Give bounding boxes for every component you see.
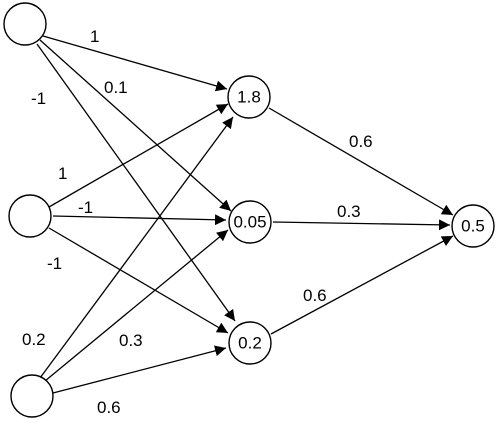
edge-in1-h1 [42,35,228,92]
input-layer [3,2,54,418]
weight-label-in3-h3: 0.6 [97,398,121,417]
weight-label-in1-h1: 1 [90,27,99,46]
weight-label-in2-h2: -1 [78,198,93,217]
weight-label-in1-h3: -1 [31,89,46,108]
hidden-layer: 1.8 0.05 0.2 [227,75,272,365]
hidden-node-3-value: 0.2 [238,334,262,353]
input-node-2 [8,194,52,238]
edge-in2-h2 [52,214,227,226]
edges [36,35,454,394]
hidden-node-1 [227,75,271,119]
edge-in3-h1 [39,116,234,379]
weight-label-h3-out: 0.6 [303,286,327,305]
weight-label-in3-h2: 0.3 [119,331,143,350]
edge-in3-h3 [52,345,227,394]
output-node-value: 0.5 [461,217,485,236]
output-layer: 0.5 [451,204,495,248]
weight-label-in2-h3: -1 [47,254,62,273]
edge-in2-h3 [48,227,229,334]
hidden-node-2 [228,200,272,244]
weight-label-in3-h1: 0.2 [22,330,46,349]
edge-in2-h1 [48,103,229,208]
edge-in3-h2 [44,229,229,382]
edge-h2-out [272,219,451,231]
hidden-node-2-value: 0.05 [233,213,266,232]
edge-in1-h2 [39,39,232,212]
input-node-3 [10,374,54,418]
hidden-node-1-value: 1.8 [237,88,261,107]
input-node-1 [3,2,47,46]
edge-h3-out [270,235,454,335]
weight-label-in1-h2: 0.1 [104,78,128,97]
weight-label-h2-out: 0.3 [337,202,361,221]
output-node [451,204,495,248]
weight-label-h1-out: 0.6 [349,132,373,151]
weight-label-in2-h1: 1 [58,164,67,183]
weight-labels: 1 0.1 -1 1 -1 -1 0.2 0.3 0.6 0.6 0.3 0.6 [22,27,373,417]
edge-h1-out [268,107,454,216]
edge-in1-h3 [36,43,236,322]
hidden-node-3 [228,321,272,365]
